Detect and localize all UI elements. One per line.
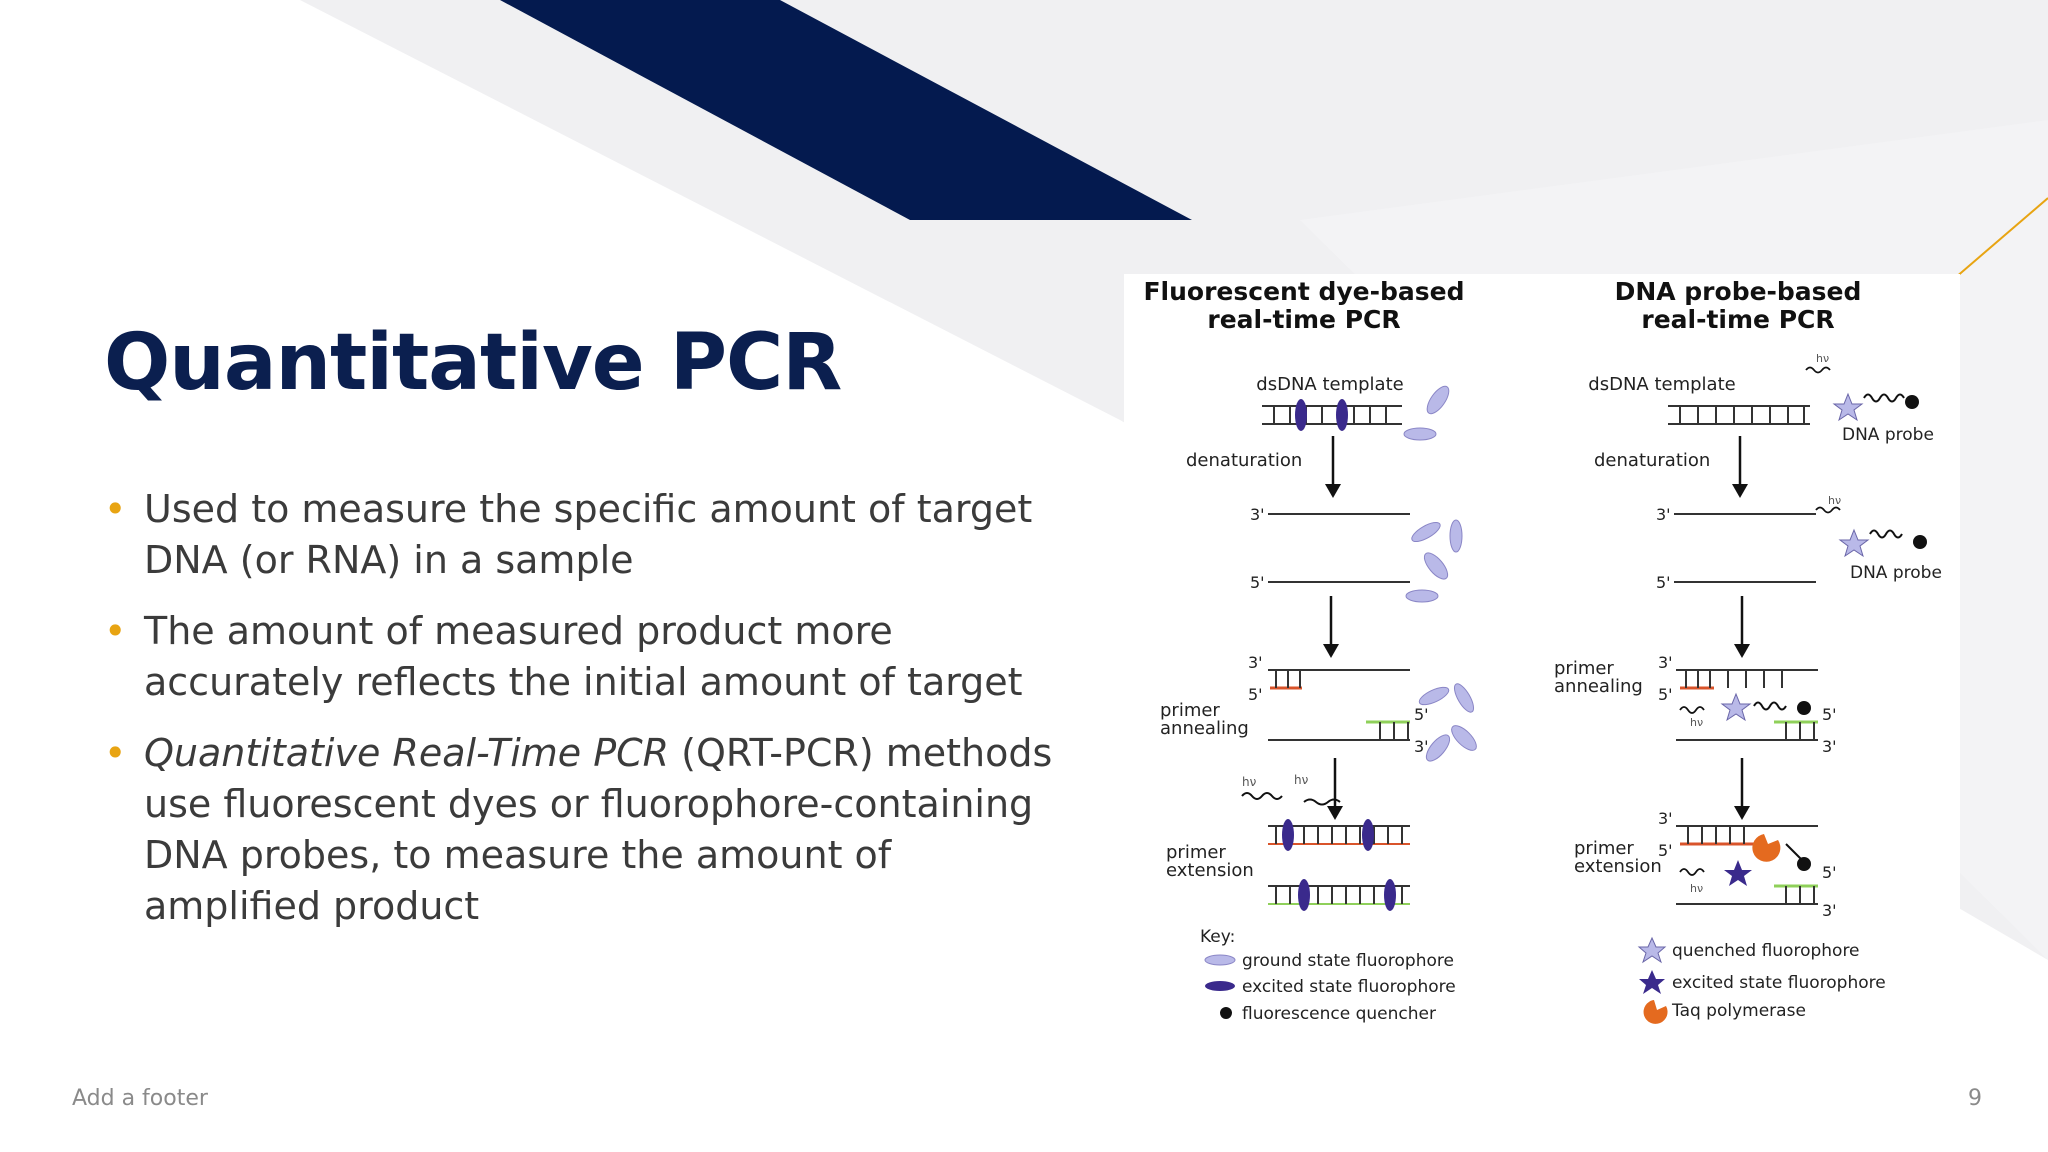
right-denaturation-label: denaturation bbox=[1594, 450, 1710, 471]
right-title-line2: real-time PCR bbox=[1641, 305, 1834, 334]
right-bound-probe bbox=[1679, 670, 1811, 722]
right-dna-probe-label-1: DNA probe bbox=[1842, 425, 1934, 445]
left-hv-label-1: hν bbox=[1242, 775, 1257, 789]
right-dsdna-template bbox=[1668, 405, 1810, 425]
right-extension-5prime: 5' bbox=[1658, 841, 1673, 860]
key-quenched-label: quenched fluorophore bbox=[1672, 941, 1860, 961]
key-quencher-label: fluorescence quencher bbox=[1242, 1004, 1436, 1024]
bullet-text: Used to measure the specific amount of t… bbox=[144, 487, 1033, 582]
left-hv-label-2: hν bbox=[1294, 773, 1309, 787]
left-free-fluorophores-1 bbox=[1403, 385, 1450, 441]
right-primer-ext-label: primer bbox=[1574, 838, 1634, 859]
bullet-text: The amount of measured product more accu… bbox=[144, 609, 1023, 704]
right-3prime-label: 3' bbox=[1656, 505, 1671, 524]
right-released-probe-fragment bbox=[1785, 843, 1803, 861]
left-primer-red bbox=[1270, 670, 1302, 690]
key-quencher-icon bbox=[1220, 1007, 1232, 1019]
right-extension-duplex bbox=[1680, 826, 1764, 846]
left-annealing-3prime-right: 3' bbox=[1414, 737, 1429, 756]
right-arrow-2 bbox=[1734, 596, 1750, 658]
left-annealing-5prime: 5' bbox=[1248, 685, 1263, 704]
slide-title: Quantitative PCR bbox=[104, 318, 842, 408]
left-denaturation-label: denaturation bbox=[1186, 450, 1302, 471]
taq-polymerase-icon bbox=[1752, 834, 1781, 862]
bullet-dot-icon: • bbox=[104, 731, 127, 775]
left-dsdna-template bbox=[1262, 399, 1402, 431]
qpcr-diagram: Fluorescent dye-based real-time PCR DNA … bbox=[1124, 274, 1960, 1030]
left-primer-label: primer bbox=[1160, 700, 1220, 721]
left-primer-green bbox=[1366, 720, 1410, 740]
right-extension-bottom bbox=[1676, 884, 1818, 905]
right-primer-label: primer bbox=[1554, 658, 1614, 679]
right-arrow-1 bbox=[1732, 436, 1748, 498]
right-annealing-5prime-right: 5' bbox=[1822, 705, 1837, 724]
left-extension-bottom-duplex bbox=[1268, 879, 1410, 911]
slide-footer: Add a footer bbox=[72, 1086, 208, 1111]
right-extension-label: extension bbox=[1574, 856, 1662, 877]
left-5prime-label: 5' bbox=[1250, 573, 1265, 592]
right-hv-label-4: hν bbox=[1690, 882, 1703, 895]
navy-accent-shape bbox=[500, 0, 1192, 220]
left-title-line2: real-time PCR bbox=[1207, 305, 1400, 334]
right-hv-label-2: hν bbox=[1828, 494, 1841, 507]
left-arrow-3 bbox=[1327, 758, 1343, 820]
right-dna-probe-1 bbox=[1805, 366, 1919, 422]
key-excited-star-icon bbox=[1639, 970, 1665, 994]
key-label: Key: bbox=[1200, 927, 1235, 947]
left-emission-waves bbox=[1241, 792, 1341, 806]
right-dna-probe-label-2: DNA probe bbox=[1850, 563, 1942, 583]
right-hv-label-1: hν bbox=[1816, 352, 1829, 365]
right-annealing-3prime-right: 3' bbox=[1822, 737, 1837, 756]
bullet-dot-icon: • bbox=[104, 487, 127, 531]
page-number: 9 bbox=[1968, 1086, 1982, 1111]
right-5prime-label: 5' bbox=[1656, 573, 1671, 592]
qpcr-diagram-svg: Fluorescent dye-based real-time PCR DNA … bbox=[1143, 277, 1942, 1024]
right-dna-probe-2 bbox=[1815, 506, 1927, 558]
key-excited-label: excited state fluorophore bbox=[1242, 977, 1456, 997]
bullet-item: • Used to measure the specific amount of… bbox=[104, 484, 1064, 586]
left-annealing-3prime: 3' bbox=[1248, 653, 1263, 672]
right-dsdna-label: dsDNA template bbox=[1588, 374, 1735, 395]
right-extension-3prime-right: 3' bbox=[1822, 901, 1837, 920]
left-arrow-1 bbox=[1325, 436, 1341, 498]
key-taq-label: Taq polymerase bbox=[1671, 1001, 1806, 1021]
left-free-fluorophores-3 bbox=[1418, 683, 1477, 762]
left-extension-label: extension bbox=[1166, 860, 1254, 881]
right-excited-fluorophore bbox=[1679, 860, 1752, 886]
left-arrow-2 bbox=[1323, 596, 1339, 658]
left-3prime-label: 3' bbox=[1250, 505, 1265, 524]
right-arrow-3 bbox=[1734, 758, 1750, 820]
right-annealing-3prime: 3' bbox=[1658, 653, 1673, 672]
right-primer-green bbox=[1774, 720, 1818, 740]
right-released-quencher bbox=[1797, 857, 1811, 871]
bullet-text: (QRT-PCR) methods use fluorescent dyes o… bbox=[144, 731, 1053, 928]
key-ground-label: ground state fluorophore bbox=[1242, 951, 1454, 971]
bullet-item: • The amount of measured product more ac… bbox=[104, 606, 1064, 708]
bullet-dot-icon: • bbox=[104, 609, 127, 653]
bullet-item: • Quantitative Real-Time PCR (QRT-PCR) m… bbox=[104, 728, 1064, 932]
right-annealing-label: annealing bbox=[1554, 676, 1643, 697]
right-primer-red bbox=[1680, 670, 1714, 690]
left-title-line1: Fluorescent dye-based bbox=[1143, 277, 1464, 306]
left-free-fluorophores-2 bbox=[1405, 519, 1463, 603]
gold-accent-line bbox=[1947, 197, 2048, 285]
right-extension-5prime-right: 5' bbox=[1822, 863, 1837, 882]
key-excited-star-label: excited state fluorophore bbox=[1672, 973, 1886, 993]
left-annealing-5prime-right: 5' bbox=[1414, 705, 1429, 724]
right-title-line1: DNA probe-based bbox=[1615, 277, 1862, 306]
right-annealing-5prime: 5' bbox=[1658, 685, 1673, 704]
left-annealing-label: annealing bbox=[1160, 718, 1249, 739]
right-hv-label-3: hν bbox=[1690, 716, 1703, 729]
right-extension-3prime: 3' bbox=[1658, 809, 1673, 828]
key-quenched-icon bbox=[1637, 936, 1667, 964]
key-taq-icon bbox=[1643, 1000, 1668, 1024]
left-primer-ext-label: primer bbox=[1166, 842, 1226, 863]
left-dsdna-label: dsDNA template bbox=[1256, 374, 1403, 395]
left-extension-top-duplex bbox=[1268, 819, 1410, 851]
bullet-list: • Used to measure the specific amount of… bbox=[104, 484, 1064, 952]
key-ground-icon bbox=[1204, 954, 1236, 966]
key-excited-icon bbox=[1205, 981, 1235, 991]
bullet-italic-term: Quantitative Real-Time PCR bbox=[144, 731, 670, 775]
